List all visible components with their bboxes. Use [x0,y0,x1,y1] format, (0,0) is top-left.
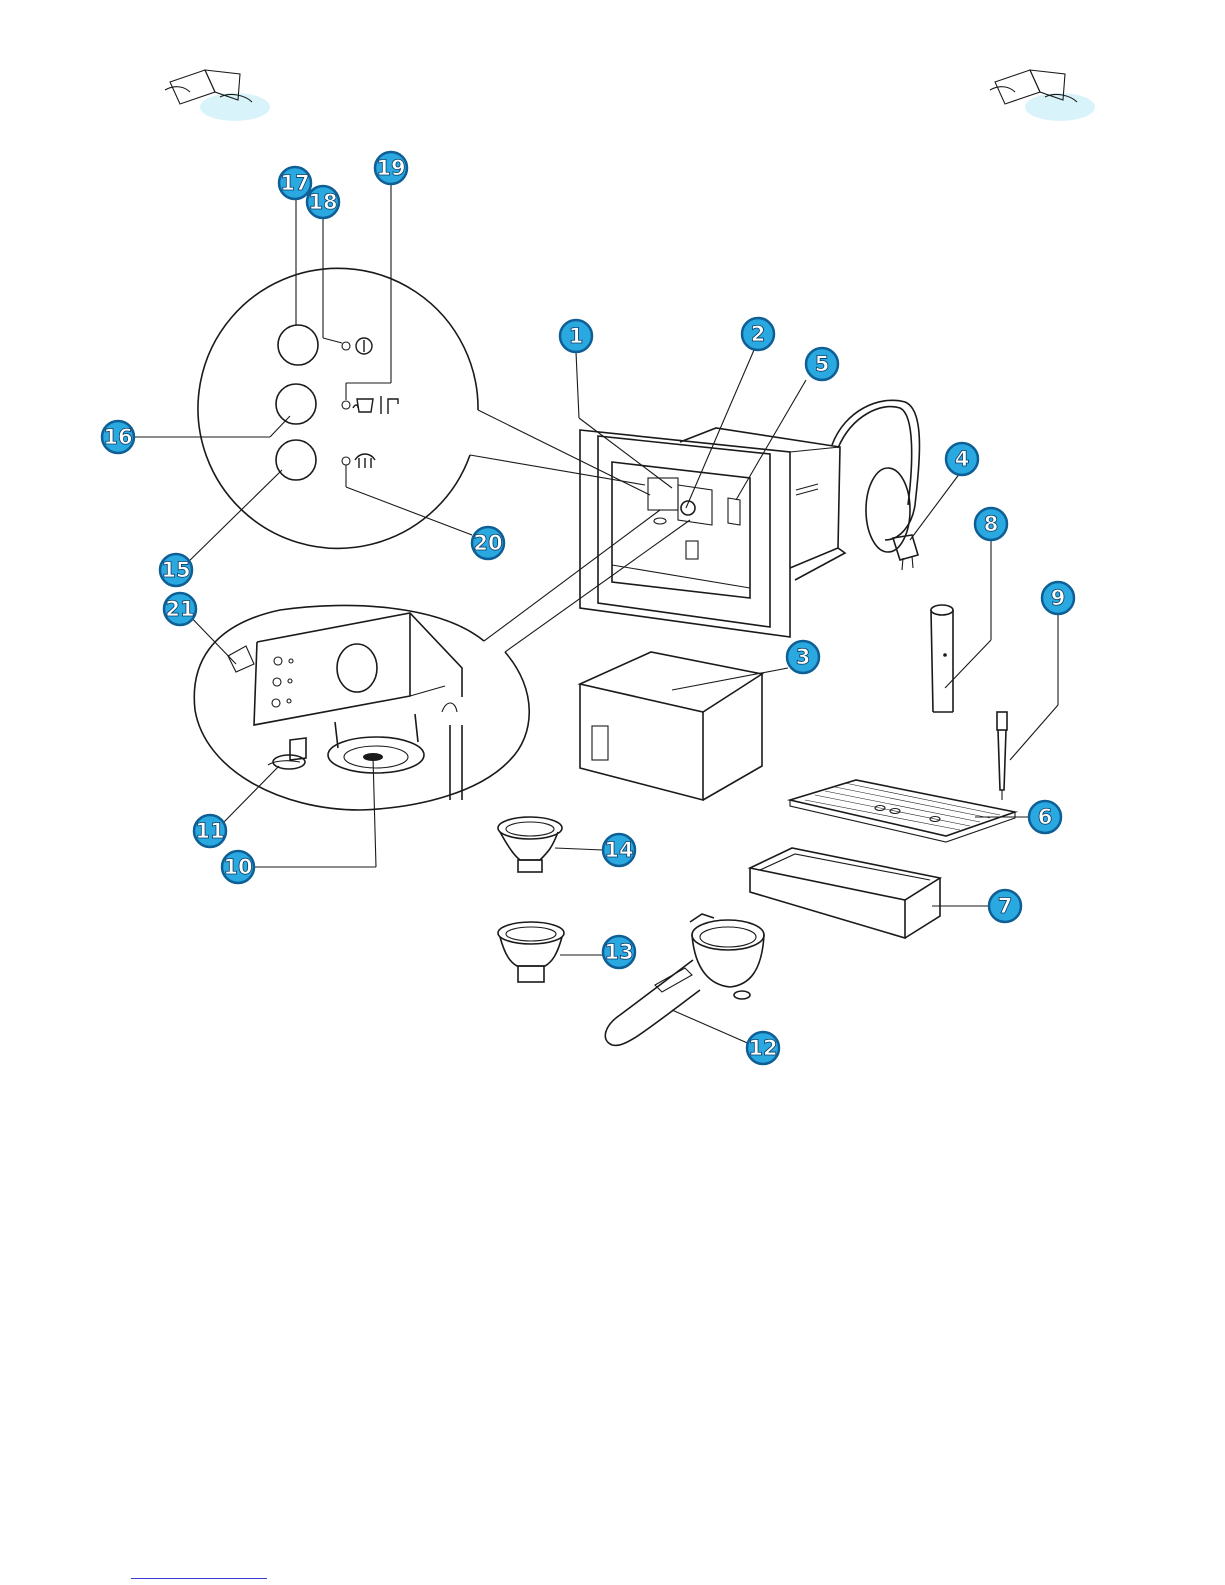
callout-18-label: 18 [308,190,337,214]
callout-10: 10 [222,851,254,883]
callout-1-label: 1 [569,324,584,348]
callout-3: 3 [787,641,819,673]
power-button [278,325,318,365]
callout-15: 15 [160,554,192,586]
callout-17: 17 [279,167,311,199]
callout-7: 7 [989,890,1021,922]
power-cord [832,400,919,570]
callout-badges: 1 2 3 4 5 6 7 8 9 10 11 12 13 14 15 16 1… [102,152,1074,1064]
coffee-indicator-light [342,401,350,409]
callout-5-label: 5 [815,352,830,376]
steam-icon [355,454,375,468]
open-book-hands-icon [165,70,270,121]
callout-20: 20 [472,527,504,559]
drip-tray [750,848,940,938]
callout-8: 8 [975,508,1007,540]
control-panel-detail [198,268,650,548]
callout-20-label: 20 [473,531,502,555]
callout-10-label: 10 [223,855,252,879]
open-book-hands-icon [990,70,1095,121]
callout-6: 6 [1029,801,1061,833]
double-cup-filter [498,922,564,982]
callout-19-label: 19 [376,156,405,180]
single-cup-filter [498,817,562,872]
steam-button [276,440,316,480]
callout-2: 2 [742,318,774,350]
callout-14: 14 [603,834,635,866]
callout-13-label: 13 [604,940,633,964]
callout-9: 9 [1042,582,1074,614]
callout-21: 21 [164,593,196,625]
drip-tray-grid [790,780,1015,842]
callout-16-label: 16 [103,425,132,449]
callout-4: 4 [946,443,978,475]
coffee-button [276,384,316,424]
callout-11: 11 [194,815,226,847]
callout-13: 13 [603,936,635,968]
callout-7-label: 7 [998,894,1013,918]
group-head-detail [194,510,690,810]
callout-2-label: 2 [751,322,766,346]
coffee-cup-hot-water-icon [353,396,398,414]
callout-15-label: 15 [161,558,190,582]
callout-9-label: 9 [1051,586,1066,610]
steam-nozzle [997,712,1007,800]
espresso-machine-body [580,428,845,637]
callout-12-label: 12 [748,1036,777,1060]
callout-8-label: 8 [984,512,999,536]
callout-5: 5 [806,348,838,380]
callout-21-label: 21 [165,597,194,621]
callout-16: 16 [102,421,134,453]
water-tank [580,652,762,800]
callout-6-label: 6 [1038,805,1053,829]
filter-holder [605,914,764,1045]
power-indicator-light [342,342,350,350]
callout-11-label: 11 [195,819,224,843]
leader-lines [124,185,1058,1045]
callout-1: 1 [560,320,592,352]
steam-indicator-light [342,457,350,465]
callout-17-label: 17 [280,171,309,195]
callout-12: 12 [747,1032,779,1064]
power-symbol-icon [356,338,372,354]
callout-18: 18 [307,186,339,218]
callout-14-label: 14 [604,838,633,862]
callout-4-label: 4 [955,447,970,471]
callout-3-label: 3 [796,645,811,669]
callout-19: 19 [375,152,407,184]
steam-nozzle-sleeve [931,605,953,712]
footer-rule [131,1578,267,1579]
